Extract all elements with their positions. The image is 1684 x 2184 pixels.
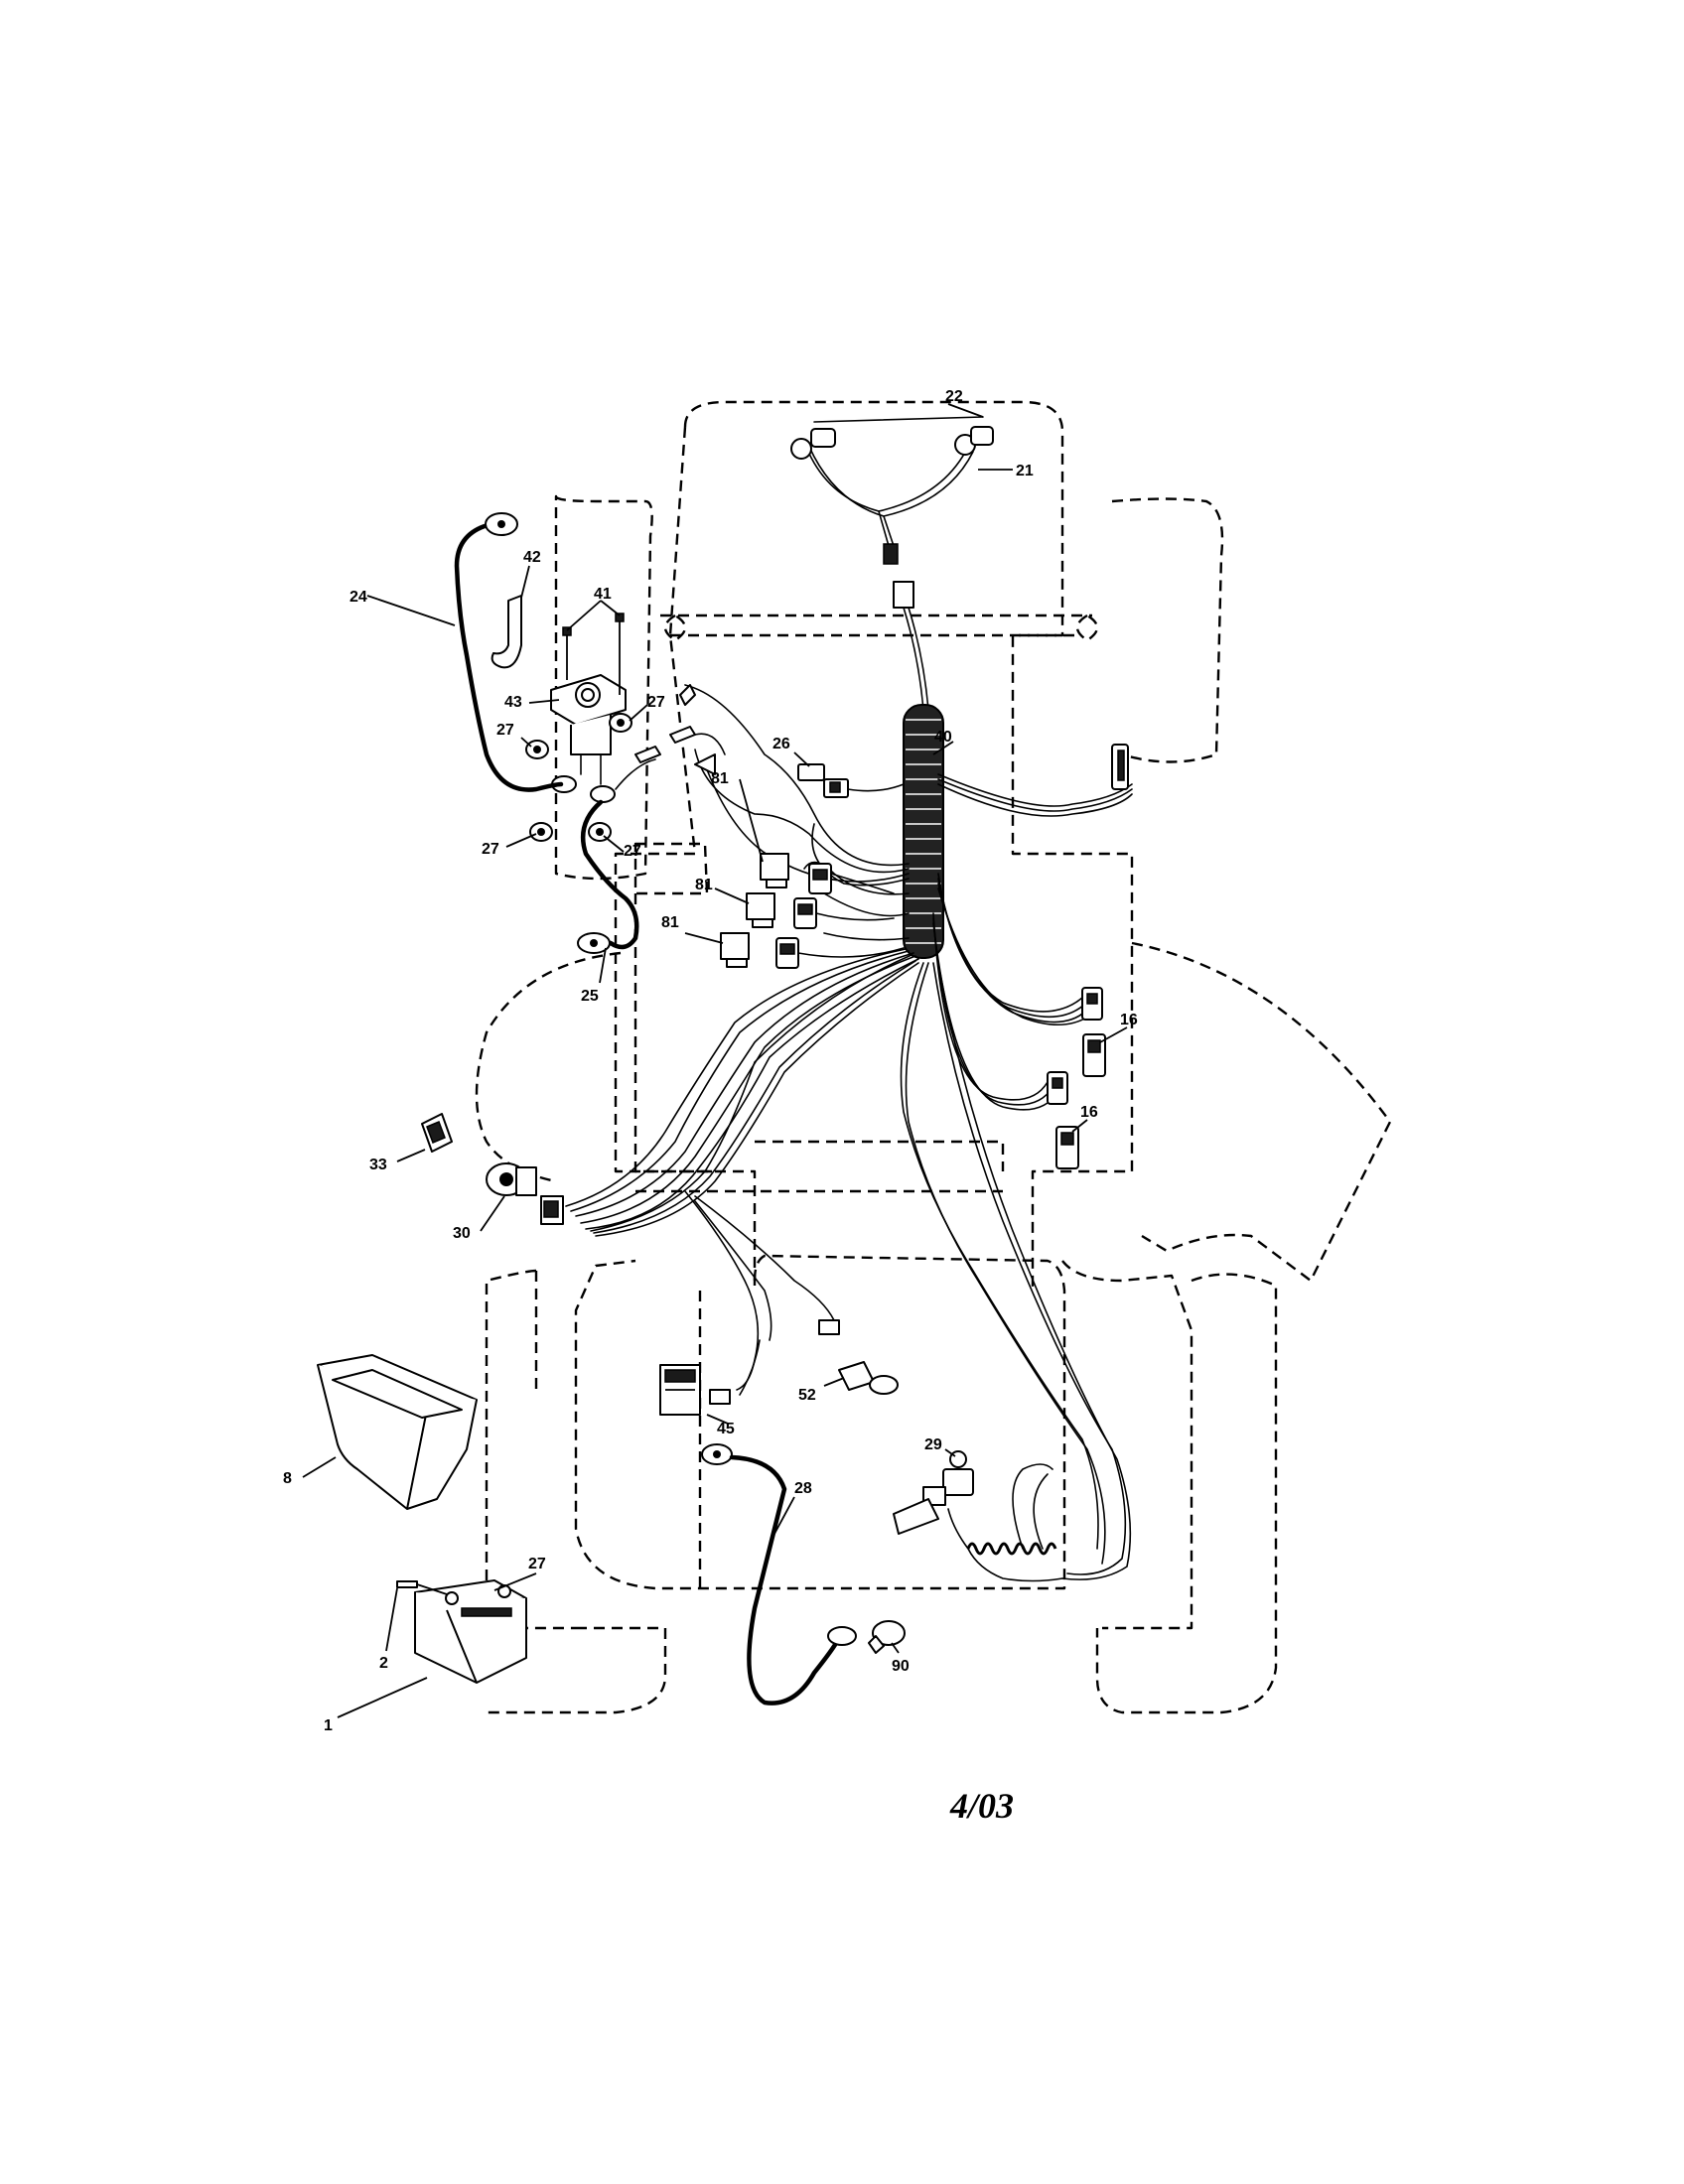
leader-lines: [302, 403, 1128, 1718]
cable-25: [577, 799, 639, 954]
callout-8: 8: [283, 1470, 292, 1487]
battery-box-8: [317, 1354, 478, 1510]
callout-1: 1: [324, 1717, 333, 1734]
callout-22: 22: [945, 388, 963, 405]
tractor-outline: [475, 400, 1392, 1714]
hourmeter-45: [659, 1319, 840, 1416]
callout-52: 52: [798, 1387, 816, 1404]
relays-81: [720, 853, 905, 969]
callout-25: 25: [581, 988, 599, 1005]
wire-loom-40: [903, 704, 944, 959]
boot-90: [868, 1620, 906, 1654]
callout-27e: 27: [528, 1556, 546, 1572]
part-29: [893, 1450, 974, 1535]
part-33: [421, 1113, 453, 1153]
callout-16b: 16: [1080, 1104, 1098, 1121]
callout-28: 28: [794, 1480, 812, 1497]
part-52: [838, 1361, 899, 1395]
callout-43: 43: [504, 694, 522, 711]
callout-2: 2: [379, 1655, 388, 1672]
headlight-assembly: [790, 416, 994, 711]
connector-26: [797, 763, 905, 798]
callout-41: 41: [594, 586, 612, 603]
battery-1: [396, 1579, 527, 1684]
callout-26: 26: [772, 736, 790, 752]
callout-30: 30: [453, 1225, 471, 1242]
callout-29: 29: [924, 1436, 942, 1453]
callout-45: 45: [717, 1421, 735, 1437]
switch-16: [1055, 1033, 1106, 1169]
callout-27d: 27: [624, 843, 641, 860]
callout-81c: 81: [661, 914, 679, 931]
cable-28: [701, 1443, 857, 1706]
strap-42: [491, 595, 522, 669]
date-stamp: 4/03: [949, 1786, 1014, 1826]
cable-24: [454, 512, 564, 792]
callout-81a: 81: [711, 770, 729, 787]
callout-labels: 22 21 24 42 41 43 27 27 27 27 26 40 81 8…: [283, 388, 1138, 1734]
solenoid-43: [525, 613, 726, 842]
callout-81b: 81: [695, 877, 713, 893]
callout-90: 90: [892, 1658, 910, 1675]
callout-27a: 27: [496, 722, 514, 739]
callout-40: 40: [934, 729, 952, 746]
callout-21: 21: [1016, 463, 1034, 479]
callout-24: 24: [350, 589, 367, 606]
main-harness: [565, 684, 1133, 1582]
callout-42: 42: [523, 549, 541, 566]
callout-27c: 27: [482, 841, 499, 858]
ignition-switch-30: [486, 1162, 564, 1225]
callout-16a: 16: [1120, 1012, 1138, 1028]
callout-27b: 27: [647, 694, 665, 711]
callout-33: 33: [369, 1157, 387, 1173]
